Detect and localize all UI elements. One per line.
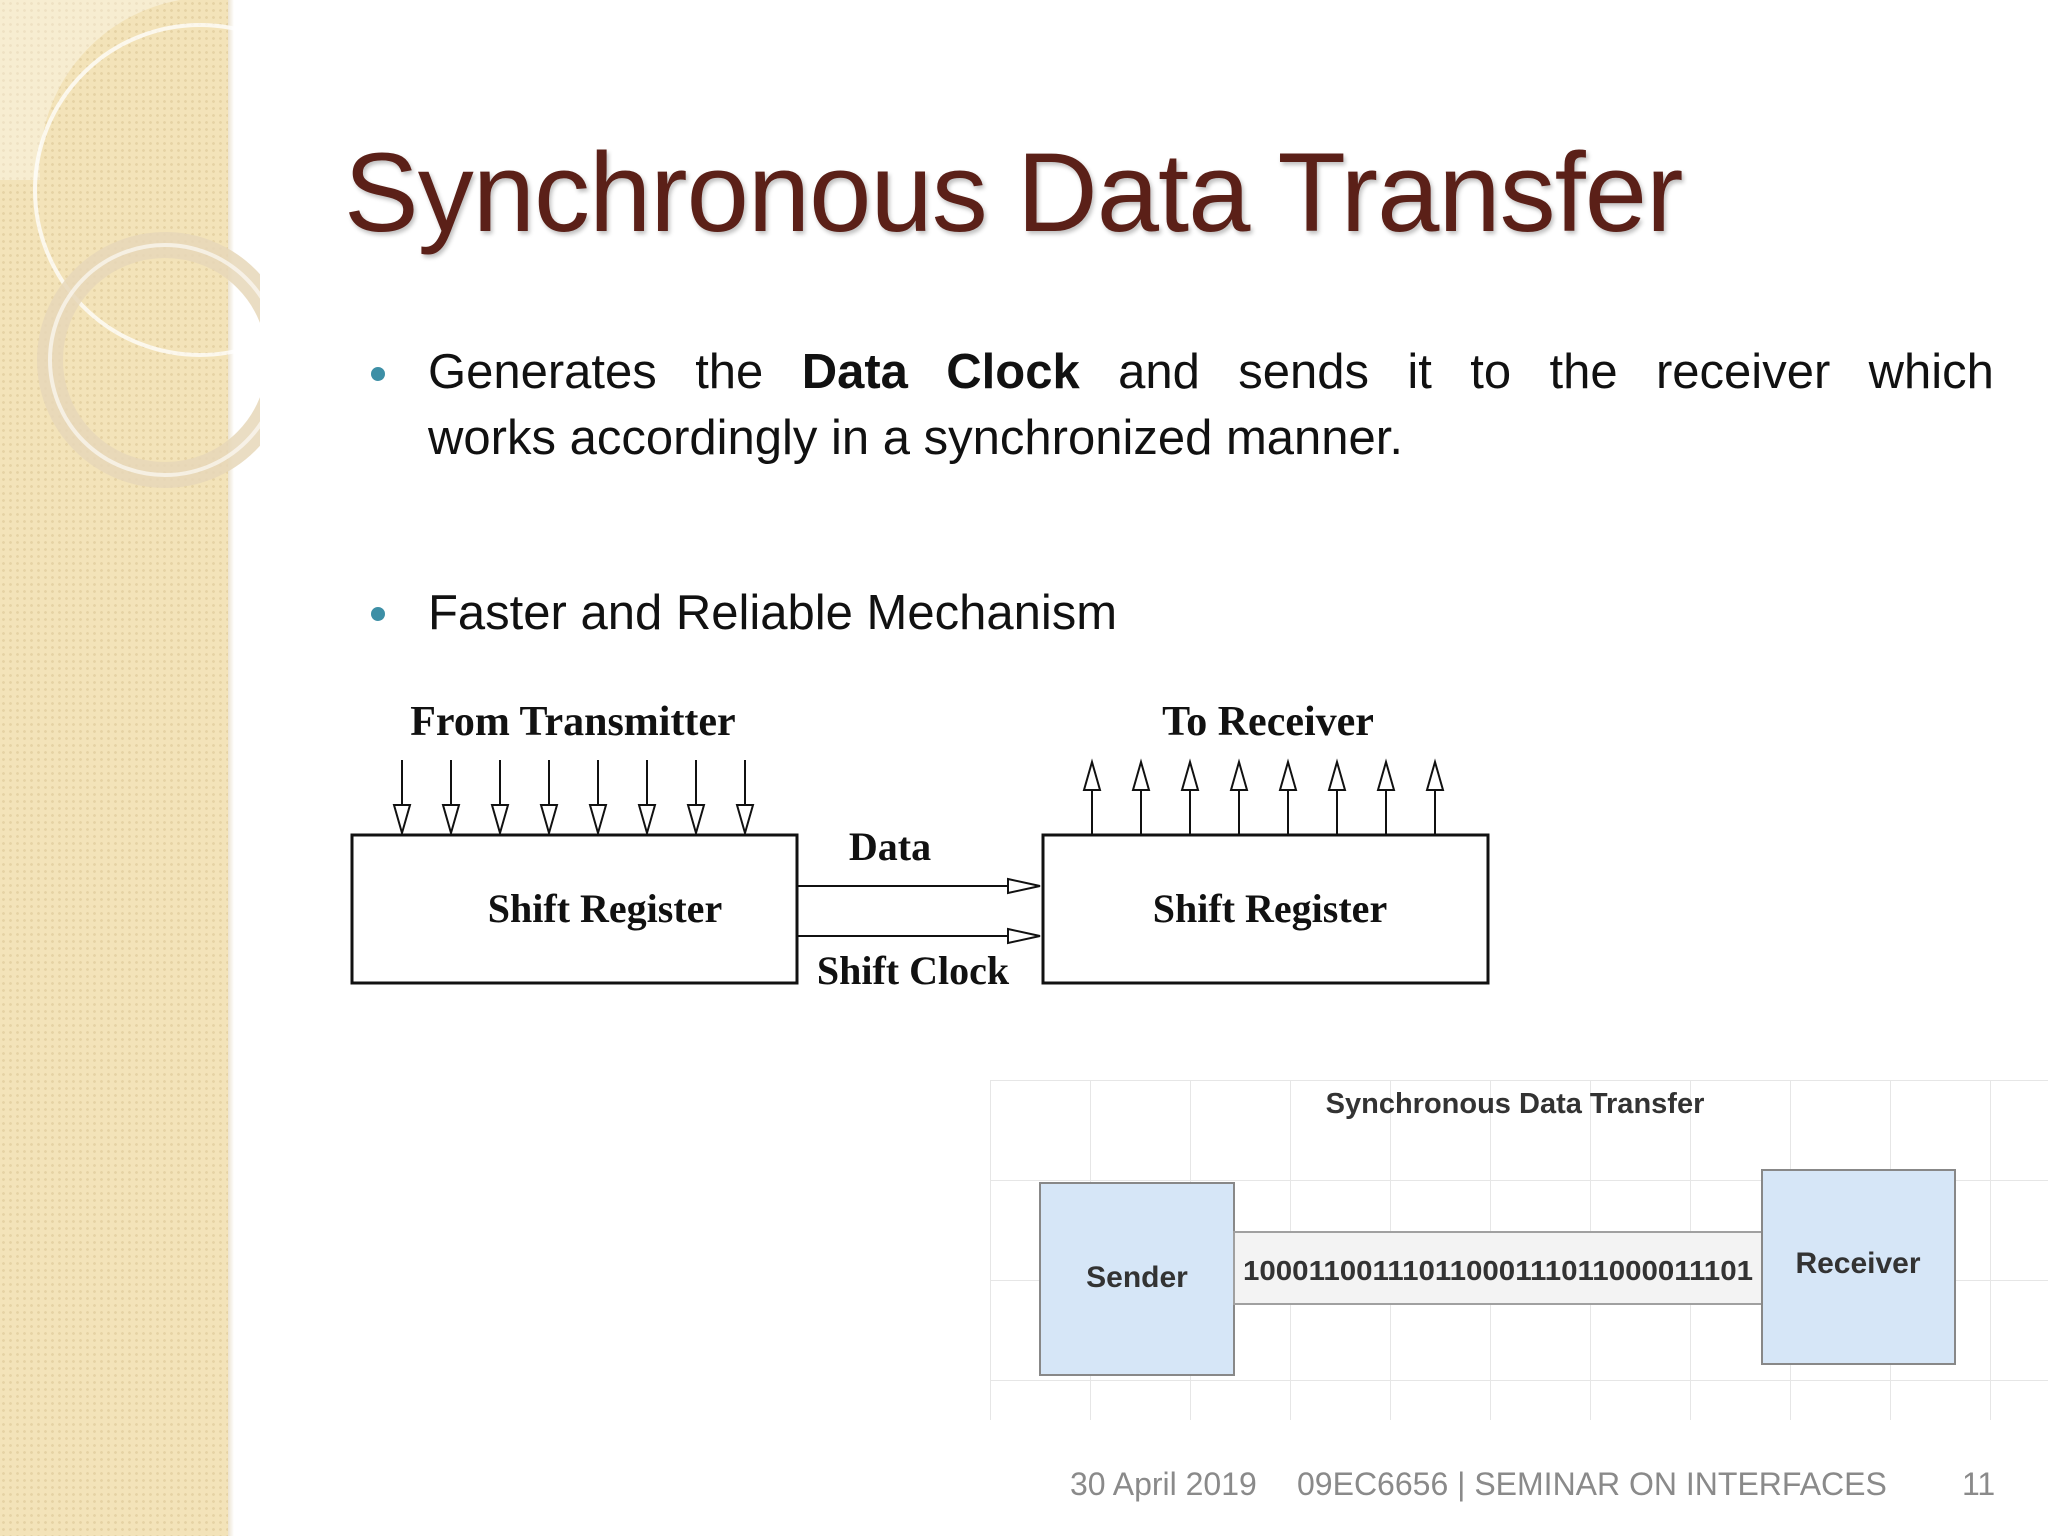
bullet-word: which: [1868, 345, 1994, 399]
right-shift-register-box: [1041, 833, 1490, 985]
up-arrow-icon: [1278, 758, 1298, 791]
bullet-word: receiver: [1655, 345, 1831, 399]
left-shift-register-box: [350, 833, 799, 985]
bullet-1-line-2: works accordingly in a synchronized mann…: [428, 411, 1404, 465]
down-arrow-icon: [686, 804, 706, 837]
shift-register-diagram: From Transmitter To Receiver Shift Regis…: [350, 699, 1490, 993]
up-arrow-icon: [1376, 758, 1396, 791]
receiver-box-label: Receiver: [1795, 1247, 1920, 1280]
bullet-word: it: [1407, 345, 1432, 399]
down-arrow-icon: [441, 804, 461, 837]
bullet-word: the: [695, 345, 764, 399]
slide-title: Synchronous Data Transfer: [344, 130, 1683, 255]
down-arrow-icon: [637, 804, 657, 837]
left-box-label: Shift Register: [488, 886, 722, 931]
bullet-word: sends: [1238, 345, 1369, 399]
shift-clock-label: Shift Clock: [817, 948, 1010, 993]
transmitter-label: From Transmitter: [410, 699, 735, 745]
footer-page-number: 11: [1962, 1466, 1996, 1502]
sender-box: [1039, 1182, 1235, 1376]
up-arrow-icon: [1131, 758, 1151, 791]
footer-course: 09EC6656 | SEMINAR ON INTERFACES: [1297, 1466, 1887, 1502]
bullet-word: to: [1470, 345, 1512, 399]
output-arrows: [1082, 758, 1445, 835]
up-arrow-icon: [1180, 758, 1200, 791]
data-label: Data: [849, 824, 931, 869]
down-arrow-icon: [490, 804, 510, 837]
up-arrow-icon: [1229, 758, 1249, 791]
bullet-dot-2: [371, 607, 385, 621]
bullet-2: Faster and Reliable Mechanism: [428, 586, 1118, 640]
bitstream-text: 10001100111011000111011000011101: [1243, 1255, 1753, 1286]
down-arrow-icon: [735, 804, 755, 837]
right-box-label: Shift Register: [1153, 886, 1387, 931]
receiver-box: [1761, 1169, 1956, 1365]
down-arrow-icon: [392, 804, 412, 837]
sync-diagram-title: Synchronous Data Transfer: [1326, 1088, 1705, 1120]
footer-date: 30 April 2019: [1070, 1466, 1257, 1502]
bullet-1-line-1: Generates the Data Clock and sends it to…: [428, 339, 1994, 405]
input-arrows: [392, 760, 755, 837]
up-arrow-icon: [1425, 758, 1445, 791]
sidebar-edge: [228, 0, 234, 1536]
up-arrow-icon: [1327, 758, 1347, 791]
data-arrowhead-icon: [1007, 877, 1041, 895]
bold-term: Data Clock: [801, 345, 1080, 399]
receiver-label: To Receiver: [1162, 699, 1374, 745]
bullet-dot-1: [371, 367, 385, 381]
down-arrow-icon: [539, 804, 559, 837]
sender-label: Sender: [1086, 1261, 1188, 1294]
down-arrow-icon: [588, 804, 608, 837]
sync-transfer-diagram: Synchronous Data Transfer Sender 1000110…: [990, 1080, 2048, 1420]
bullet-word: Generates: [428, 345, 657, 399]
bullet-word: and: [1118, 345, 1200, 399]
decorative-rings-icon: [0, 0, 260, 488]
up-arrow-icon: [1082, 758, 1102, 791]
bullet-word: the: [1549, 345, 1618, 399]
clock-arrowhead-icon: [1007, 927, 1041, 945]
